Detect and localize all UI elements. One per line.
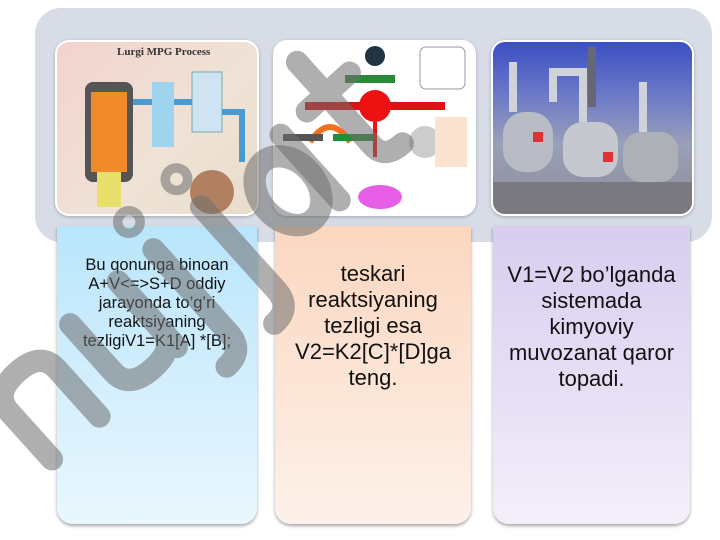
- card-reverse-rate: teskari reaktsiyaning tezligi esa V2=K2[…: [275, 226, 471, 524]
- card-equilibrium: V1=V2 bo’lganda sistemada kimyoviy muvoz…: [493, 226, 690, 524]
- lurgi-process-image: Lurgi MPG Process: [55, 40, 259, 216]
- card-text: teskari reaktsiyaning tezligi esa V2=K2[…: [295, 261, 451, 390]
- reaction-scheme-image: [273, 40, 476, 216]
- image-caption: Lurgi MPG Process: [117, 46, 211, 58]
- refinery-icon: [493, 47, 692, 214]
- card-text: V1=V2 bo’lganda sistemada kimyoviy muvoz…: [507, 262, 676, 391]
- refinery-photo: [491, 40, 694, 216]
- reaction-diagram-icon: [283, 46, 467, 209]
- card-forward-rate: Bu qonunga binoan A+V<=>S+D oddiy jarayo…: [57, 226, 257, 524]
- process-diagram-icon: [85, 71, 245, 214]
- card-text: Bu qonunga binoan A+V<=>S+D oddiy jarayo…: [82, 256, 232, 350]
